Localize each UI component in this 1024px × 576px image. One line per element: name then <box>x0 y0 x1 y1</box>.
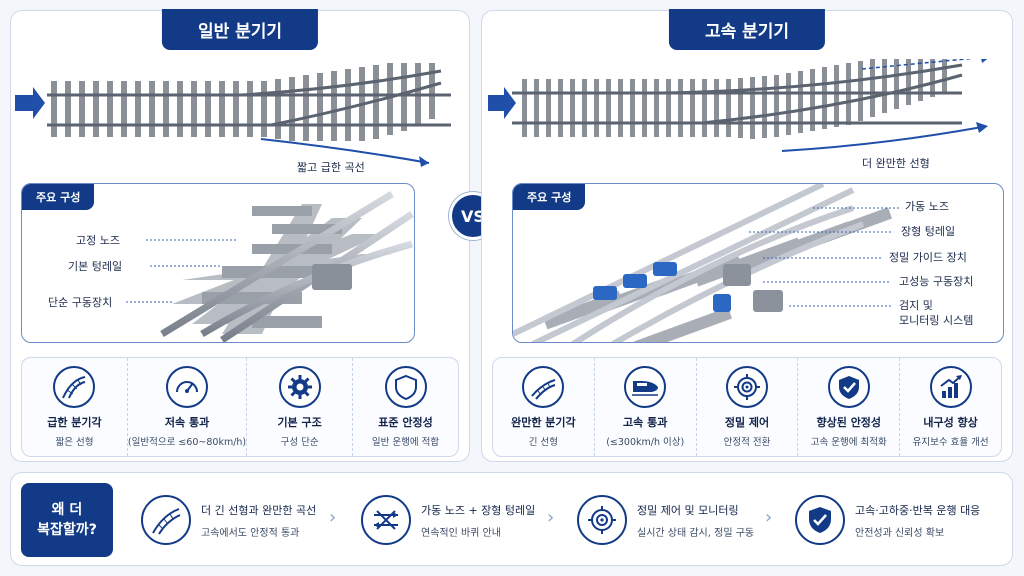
switch-arrows-icon <box>361 495 411 545</box>
chevron-right-icon: › <box>329 507 337 528</box>
chevron-right-icon: › <box>547 507 555 528</box>
panel-title: 고속 분기기 <box>668 9 826 50</box>
callout-precision-guide: 정밀 가이드 장치 <box>889 251 967 264</box>
feature-sub: 구성 단순 <box>280 437 319 448</box>
components-tag: 주요 구성 <box>513 184 586 210</box>
gentle-curve-icon <box>522 366 565 408</box>
why-label: 왜 더 복잡할까? <box>21 483 113 557</box>
curve-label: 짧고 급한 곡선 <box>297 161 365 174</box>
feature-item: 향상된 안정성 고속 운행에 최적화 <box>798 358 901 456</box>
curve-label: 더 완만한 선형 <box>862 157 930 170</box>
chevron-right-icon: › <box>765 507 773 528</box>
feature-item: 내구성 향상 유지보수 효율 개선 <box>900 358 1001 456</box>
feature-title: 기본 구조 <box>277 416 322 429</box>
feature-sub: 안정적 전환 <box>723 437 771 448</box>
actuator-box <box>312 264 352 290</box>
entry-arrow-icon <box>15 87 45 119</box>
feature-item: 정밀 제어 안정적 전환 <box>697 358 799 456</box>
components-tag: 주요 구성 <box>22 184 95 210</box>
reason-item: 더 긴 선형과 완만한 곡선 고속에서도 안정적 통과 <box>141 487 316 553</box>
reason-title: 더 긴 선형과 완만한 곡선 <box>201 503 317 517</box>
feature-title: 정밀 제어 <box>724 416 770 429</box>
feature-item: 완만한 분기각 긴 선형 <box>493 358 595 456</box>
turnout-track-illustration <box>488 59 988 152</box>
reason-sub: 실시간 상태 감시, 정밀 구동 <box>637 527 755 539</box>
feature-title: 고속 통과 <box>623 416 668 429</box>
callout-high-perf-actuator: 고성능 구동장치 <box>899 275 974 288</box>
feature-sub: 고속 운행에 최적화 <box>810 437 887 448</box>
components-detail: 주요 구성 <box>21 183 415 343</box>
feature-sub: (≤300km/h 이상) <box>606 437 685 448</box>
feature-sub: 일반 운행에 적합 <box>371 437 440 448</box>
curve-track-icon <box>141 495 191 545</box>
target-icon <box>725 366 768 408</box>
feature-title: 내구성 향상 <box>923 416 978 429</box>
turnout-track-illustration <box>15 63 451 167</box>
reason-title: 가동 노즈 + 장형 텅레일 <box>421 503 536 517</box>
track-overview: 짧고 급한 곡선 <box>11 59 469 174</box>
growth-chart-icon <box>929 366 972 408</box>
gear-icon <box>278 366 321 408</box>
feature-item: 저속 통과 (일반적으로 ≤60~80km/h) <box>127 358 248 456</box>
shield-check-icon <box>795 495 845 545</box>
panel-title: 일반 분기기 <box>161 9 319 50</box>
conventional-turnout-panel: 일반 분기기 짧고 급한 곡선 주요 구성 <box>10 9 470 462</box>
why-line-2: 복잡할까? <box>37 522 97 538</box>
feature-title: 향상된 안정성 <box>816 416 882 429</box>
speedometer-icon <box>166 366 209 408</box>
bullet-train-icon <box>624 366 667 408</box>
track-overview: 더 완만한 선형 <box>482 59 1012 170</box>
conventional-features: 급한 분기각 짧은 선형 저속 통과 (일반적으로 ≤60~80km/h) 기본… <box>21 357 459 457</box>
callout-long-tongue-rail: 장형 텅레일 <box>901 225 956 238</box>
feature-item: 급한 분기각 짧은 선형 <box>22 358 128 456</box>
turnout-3d-illustration <box>513 184 899 342</box>
shield-icon <box>384 366 427 408</box>
reason-sub: 고속에서도 안정적 통과 <box>201 527 300 539</box>
feature-title: 저속 통과 <box>164 416 210 429</box>
feature-title: 완만한 분기각 <box>511 416 576 429</box>
reason-title: 고속·고하중·반복 운행 대응 <box>855 503 981 517</box>
components-detail: 주요 구성 <box>512 183 1004 343</box>
shield-check-icon <box>827 366 870 408</box>
feature-item: 기본 구조 구성 단순 <box>247 358 354 456</box>
reason-sub: 안전성과 신뢰성 확보 <box>855 527 945 539</box>
feature-sub: 유지보수 효율 개선 <box>912 437 989 448</box>
callout-monitoring-system: 모니터링 시스템 <box>899 314 974 327</box>
feature-sub: 긴 선형 <box>528 437 559 448</box>
entry-arrow-icon <box>488 87 516 119</box>
reason-item: 고속·고하중·반복 운행 대응 안전성과 신뢰성 확보 <box>795 487 980 553</box>
turnout-3d-illustration <box>126 191 414 342</box>
reason-title: 정밀 제어 및 모니터링 <box>637 503 739 517</box>
feature-item: 고속 통과 (≤300km/h 이상) <box>595 358 697 456</box>
feature-title: 급한 분기각 <box>47 416 102 429</box>
feature-sub: 짧은 선형 <box>55 437 94 448</box>
callout-simple-actuator: 단순 구동장치 <box>48 296 113 309</box>
reason-item: 정밀 제어 및 모니터링 실시간 상태 감시, 정밀 구동 <box>577 487 754 553</box>
feature-title: 표준 안정성 <box>378 416 433 429</box>
high-speed-features: 완만한 분기각 긴 선형 고속 통과 (≤300km/h 이상) 정밀 제어 안… <box>492 357 1002 457</box>
why-line-1: 왜 더 <box>51 502 83 518</box>
why-complex-section: 왜 더 복잡할까? 더 긴 선형과 완만한 곡선 고속에서도 안정적 통과 › … <box>10 472 1013 566</box>
callout-basic-tongue-rail: 기본 텅레일 <box>68 260 123 273</box>
reason-sub: 연속적인 바퀴 안내 <box>421 527 501 539</box>
reason-item: 가동 노즈 + 장형 텅레일 연속적인 바퀴 안내 <box>361 487 535 553</box>
high-speed-turnout-panel: 고속 분기기 더 완만한 선형 주요 구성 <box>481 9 1013 462</box>
callout-movable-nose: 가동 노즈 <box>905 200 949 213</box>
feature-item: 표준 안정성 일반 운행에 적합 <box>353 358 458 456</box>
target-icon <box>577 495 627 545</box>
feature-sub: (일반적으로 ≤60~80km/h) <box>127 437 247 448</box>
callout-detection: 검지 및 <box>899 299 933 312</box>
curve-track-icon <box>53 366 96 408</box>
callout-fixed-nose: 고정 노즈 <box>76 234 120 247</box>
